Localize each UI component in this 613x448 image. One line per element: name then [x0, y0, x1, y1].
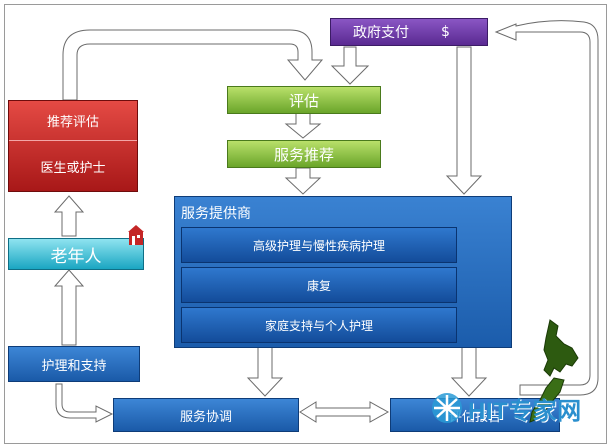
elderly-box: 老年人 [8, 238, 144, 270]
arrow-coordination-report [299, 401, 390, 423]
recommend-assessment-row: 推荐评估 [9, 101, 137, 141]
doctor-or-nurse-label: 医生或护士 [40, 160, 106, 176]
recommend-doctor-box: 推荐评估 医生或护士 [8, 100, 138, 192]
service-provider-box: 服务提供商 高级护理与慢性疾病护理康复家庭支持与个人护理 [174, 196, 512, 348]
service-provider-item: 高级护理与慢性疾病护理 [181, 227, 457, 263]
elderly-label: 老年人 [50, 246, 102, 267]
arrow-assessment-to-recommend [284, 112, 322, 139]
service-provider-item: 康复 [181, 267, 457, 303]
arrow-elderly-to-doctor [53, 195, 85, 237]
recommend-assessment-label: 推荐评估 [46, 115, 99, 130]
government-pay-label: 政府支付 [353, 25, 409, 41]
government-pay-box: 政府支付 $ [330, 18, 488, 46]
arrow-care-to-coordination [55, 383, 114, 423]
doctor-or-nurse-row: 医生或护士 [9, 141, 137, 191]
arrow-care-to-elderly [53, 269, 85, 346]
service-recommendation-label: 服务推荐 [273, 145, 334, 164]
arrow-provider-to-report [450, 344, 488, 397]
report-label: 评估报告 [448, 409, 501, 425]
service-provider-title: 服务提供商 [181, 206, 251, 222]
arrow-recommend-to-provider [284, 167, 322, 195]
arrow-right-loop [494, 20, 599, 396]
care-support-box: 护理和支持 [8, 346, 140, 382]
arrow-provider-to-coordination [246, 344, 284, 397]
care-support-label: 护理和支持 [41, 358, 107, 374]
map-decoration [529, 319, 579, 423]
service-recommendation-box: 服务推荐 [227, 140, 381, 168]
service-coordination-box: 服务协调 [113, 398, 299, 432]
house-icon [128, 225, 144, 245]
assessment-label: 评估 [288, 91, 319, 110]
service-provider-items: 高级护理与慢性疾病护理康复家庭支持与个人护理 [181, 227, 457, 347]
dollar-icon: $ [441, 24, 450, 40]
service-provider-item: 家庭支持与个人护理 [181, 307, 457, 343]
arrow-recommend-to-assessment [62, 29, 324, 101]
assessment-box: 评估 [227, 86, 381, 114]
service-coordination-label: 服务协调 [179, 409, 232, 425]
arrow-govpay-to-assessment [330, 46, 370, 85]
arrow-govpay-down [445, 46, 483, 195]
